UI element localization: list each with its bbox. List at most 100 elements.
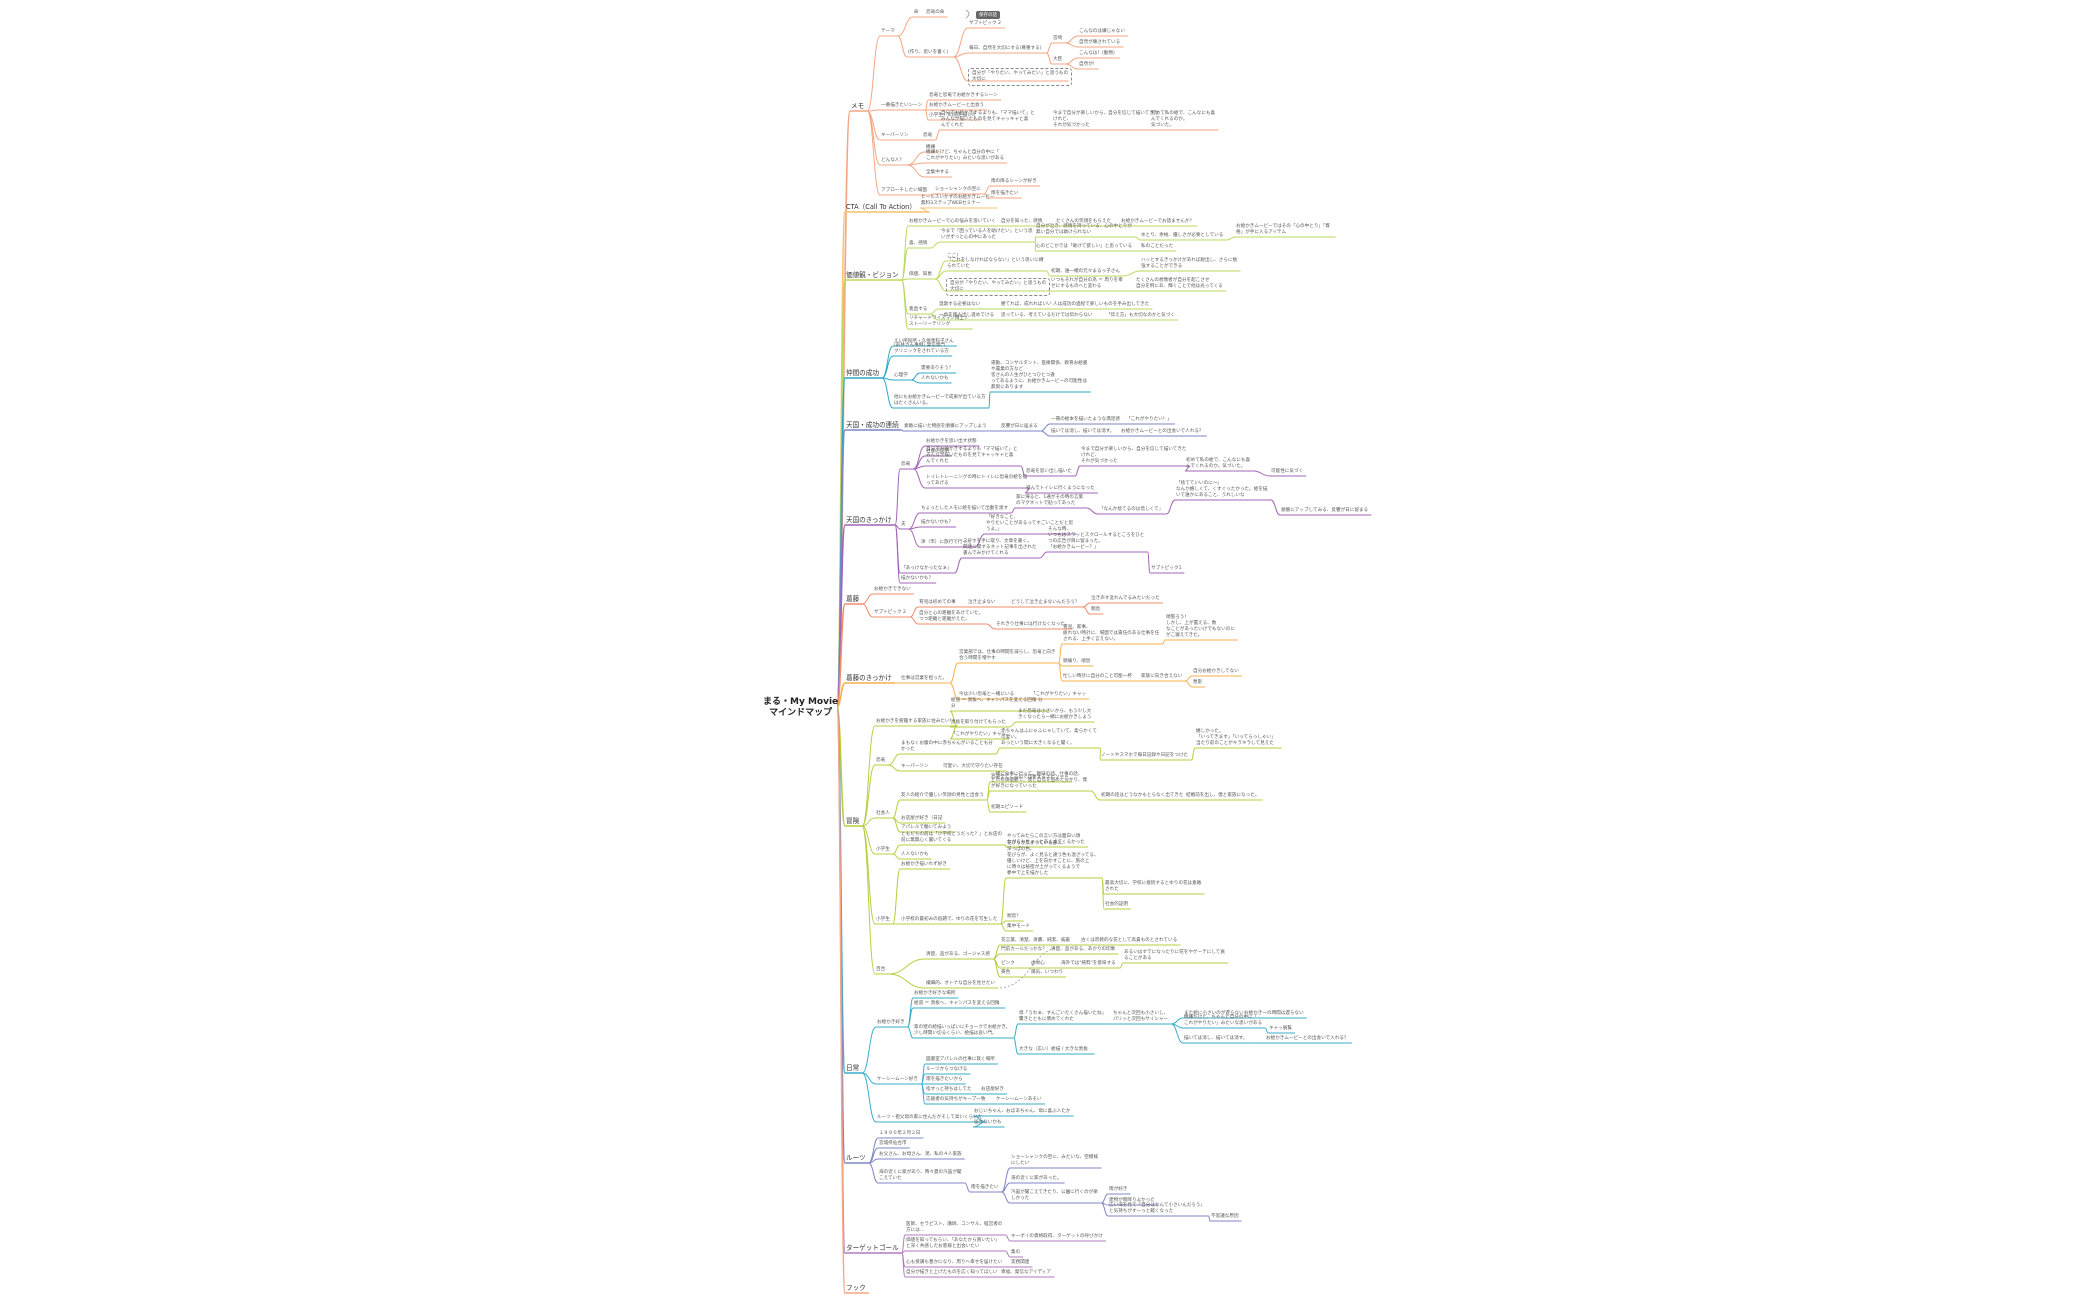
subtopic[interactable]: 育児は初めての事	[919, 600, 956, 605]
subtopic[interactable]: 小学校の最初みの宿題で、ゆりの花を写生した	[901, 917, 998, 922]
subtopic[interactable]: 泣き止まない	[968, 600, 996, 605]
subtopic[interactable]: ここ！	[947, 254, 961, 259]
subtopic[interactable]: 「捨てていいのに～」 なんか嬉しくて、くすぐったかった。絵を描 いて誰かにあるこ…	[1176, 481, 1268, 498]
main-topic[interactable]: 葛藤のきっかけ	[846, 674, 892, 682]
subtopic[interactable]: 喘息？	[1007, 914, 1021, 919]
subtopic[interactable]: 私のことだった	[1141, 244, 1174, 249]
main-topic[interactable]: ルーツ	[846, 1154, 866, 1162]
subtopic[interactable]: キーパーソン	[901, 764, 929, 769]
subtopic[interactable]: 黒板を取り付けてもらった	[951, 720, 1006, 725]
subtopic[interactable]: 素直する	[909, 307, 928, 312]
subtopic[interactable]: 今まで自分が楽しいから、自分を信じて描いてきた けれど、 それが気づかった	[1053, 111, 1159, 128]
subtopic[interactable]: 雨を描きたい	[991, 191, 1019, 196]
subtopic[interactable]: 自分が泣き、感情を持っている、心の中とりが 無い自分では助けられない	[1036, 224, 1132, 235]
subtopic[interactable]: 図書室アパレルの仕事に就く場所	[926, 1057, 995, 1062]
subtopic[interactable]: お絵かきムービーでお話ませんか？	[1121, 219, 1195, 224]
main-topic[interactable]: 日常	[846, 1064, 860, 1072]
subtopic[interactable]: 門前カールだっかな？	[1001, 947, 1047, 952]
subtopic[interactable]: 医師、セラピスト、講師、コンサル、経営者の 方には…	[906, 1222, 1003, 1233]
subtopic[interactable]: 大臣	[1053, 57, 1063, 62]
subtopic[interactable]: 描いては消し、描いては消す。	[1051, 429, 1115, 434]
subtopic[interactable]: 描いては消し、描いては消す。	[1184, 1036, 1248, 1041]
subtopic[interactable]: １９９０年２月２日	[879, 1131, 921, 1136]
subtopic[interactable]: どんな人？	[881, 158, 904, 163]
subtopic[interactable]: 悪影	[1193, 680, 1203, 685]
subtopic[interactable]: 恐竜全てくるので印象するエピソード	[991, 775, 1069, 780]
subtopic[interactable]: 自分が描きと上げたものを広く知ってほしい	[906, 1270, 998, 1275]
subtopic[interactable]: こんなのは嫌じゃない	[1079, 29, 1125, 34]
subtopic[interactable]: 勝てれば、成れればいい	[1001, 302, 1052, 307]
subtopic[interactable]: 社会的証明	[1105, 902, 1128, 907]
subtopic[interactable]: 営業部では、仕事の時間を減らし、恐竜と向き 合う時間を増やす	[959, 650, 1056, 661]
subtopic[interactable]: 自分が「やりたい、やってみたい」と思うもの 大切に	[946, 278, 1051, 296]
subtopic[interactable]: 「あっけなかったなぁ」	[901, 566, 952, 571]
subtopic[interactable]: 恐竜	[876, 758, 886, 763]
subtopic[interactable]: 価値、知恵	[909, 272, 932, 277]
subtopic[interactable]: 届かないかも	[974, 1120, 1002, 1125]
subtopic[interactable]: ちょっとしたメモに絵を描いて出勤を渡す	[921, 506, 1009, 511]
subtopic[interactable]: たくさんの笑顔をもらえた	[1056, 219, 1112, 224]
subtopic[interactable]: 汽笛が聞こえてきたり、公園に行くのが楽 しかった	[1011, 1190, 1098, 1201]
subtopic[interactable]: やってみたらこの言い方は面白い顔 ながらもちょっとあんまてくるかった	[1007, 834, 1085, 845]
subtopic[interactable]: 花言葉、清楚、清廉、純潔、威厳	[1001, 938, 1070, 943]
subtopic[interactable]: テーマ	[881, 29, 895, 34]
subtopic[interactable]: 反響が日に届まる	[1001, 424, 1038, 429]
subtopic[interactable]: お絵かき好きな場所	[914, 991, 956, 996]
subtopic[interactable]: 初期の話はどうなかもとらなく出てきた	[1101, 793, 1184, 798]
subtopic[interactable]: 結婚前を出し、僕と家族になった。	[1186, 793, 1260, 798]
subtopic[interactable]: ピンク	[1001, 961, 1015, 966]
subtopic[interactable]: 家族に向き合えない	[1141, 674, 1183, 679]
subtopic[interactable]: 実務関連	[1011, 1260, 1030, 1265]
subtopic[interactable]: 「これがやりたい」キャッ	[951, 732, 1007, 737]
subtopic[interactable]: お絵かきを披露する家族に住みたい！	[876, 719, 955, 724]
subtopic[interactable]: お絵かきムービーで心の悩みを溶いていく	[909, 219, 996, 224]
subtopic[interactable]: お絵かきムービーとの出会いで入れる？	[1266, 1036, 1349, 1041]
subtopic[interactable]: 家の壁の絵描いっぱいにチョークでお絵かき。 少し時間い切るくらい、絵描は良い門。	[914, 1025, 1011, 1036]
subtopic[interactable]: 今まで「困っている人を助けたい」という思 いがずっと心の中にあった	[941, 229, 1033, 240]
subtopic[interactable]: 「これがやりたい」キャッ	[1031, 692, 1087, 697]
subtopic[interactable]: 恐竜	[923, 133, 933, 138]
subtopic[interactable]: 価値を知ってもらい、「あなたから買いたい」 と深く共感したお客様と出会いたい	[906, 1238, 1000, 1249]
subtopic[interactable]: 宮崎	[1053, 36, 1063, 41]
subtopic[interactable]: ノートやスマホで毎日記録や日記をつけた	[1101, 753, 1189, 758]
subtopic[interactable]: 機嫌	[926, 145, 936, 150]
subtopic[interactable]: ゆとり、余裕、優しさが必要としている	[1141, 233, 1224, 238]
subtopic[interactable]: こんなは！(動物)	[1079, 51, 1115, 56]
subtopic[interactable]: 雨を描きたいから	[926, 1077, 963, 1082]
subtopic[interactable]: 集の	[1011, 1250, 1021, 1255]
subtopic[interactable]: 温歌する必要はない	[939, 302, 981, 307]
main-topic[interactable]: 価値観・ビジョン	[846, 271, 899, 279]
main-topic[interactable]: 冒険	[846, 817, 860, 825]
subtopic[interactable]: 思っている、考えているだけでは伝わらない	[1001, 313, 1093, 318]
subtopic[interactable]: 「これがやりたい！」	[1126, 417, 1172, 422]
subtopic[interactable]: 人は成功の過程で楽しいものを手み出してきた	[1053, 302, 1150, 307]
subtopic[interactable]: 恐竜を思い出し描いた	[1026, 469, 1072, 474]
subtopic[interactable]: アパレルで働いてみよう	[901, 825, 952, 830]
subtopic[interactable]: 家に帰ると、1通がその時の言葉 のマグネットで貼ってあった	[1016, 495, 1084, 506]
subtopic[interactable]: 自分でお絵かきするよりも「ママ描いて」と みんなが描いたものを見てキャッキャと喜…	[926, 447, 1018, 464]
subtopic[interactable]: 一番描きたいシーン	[881, 103, 923, 108]
root-topic[interactable]: まる・My Movie マインドマップ	[763, 697, 839, 718]
subtopic[interactable]: お絵かきを思い出す状態	[926, 439, 977, 444]
subtopic[interactable]: お絵かき描いれず好き	[901, 862, 947, 867]
subtopic[interactable]: 素敵に描いた物語を順番にアップしよう	[904, 424, 987, 429]
subtopic[interactable]: 進んでトイレに行くようになった	[1026, 486, 1095, 491]
subtopic[interactable]: (前井さん事例) 発信専門 クリニックをされている方	[894, 343, 949, 354]
subtopic[interactable]: 絵道 ＝ 黒板へ、キャンパスを変える回傷	[914, 1001, 1000, 1006]
subtopic[interactable]: 心も受講も豊かになり、周りへ幸せを届けたい	[906, 1260, 1003, 1265]
subtopic[interactable]: アプローチしたい場面	[881, 188, 927, 193]
main-topic[interactable]: 天国・成功の連続	[846, 421, 899, 429]
subtopic[interactable]: 恐竜の命	[926, 10, 945, 15]
subtopic[interactable]: 大きな（広い）絵描 / 大きな黒板	[1019, 1047, 1088, 1052]
subtopic[interactable]: 「これをしなければならない」という思いに縛 られていた	[947, 258, 1044, 269]
subtopic[interactable]: 自分でお絵かきするよりも、「ママ描いて」と みんなが描いたものを見てキャッキャと…	[941, 111, 1035, 128]
subtopic[interactable]: ルーツ・祖父母の家に住んだかそして高いくらいた	[877, 1115, 983, 1120]
subtopic[interactable]: どうして泣き止まないんだろう？	[1011, 600, 1080, 605]
subtopic[interactable]: お店屋好き	[981, 1087, 1004, 1092]
subtopic[interactable]: サブトピック 2	[874, 610, 906, 615]
subtopic[interactable]: お店屋が好き（日記	[901, 816, 943, 821]
subtopic[interactable]: 宮城県仙台市	[879, 1141, 907, 1146]
subtopic[interactable]: 仕事は営業を担った。	[901, 676, 947, 681]
subtopic[interactable]: 「なんか捨てるのは惜しくて」	[1099, 507, 1164, 512]
